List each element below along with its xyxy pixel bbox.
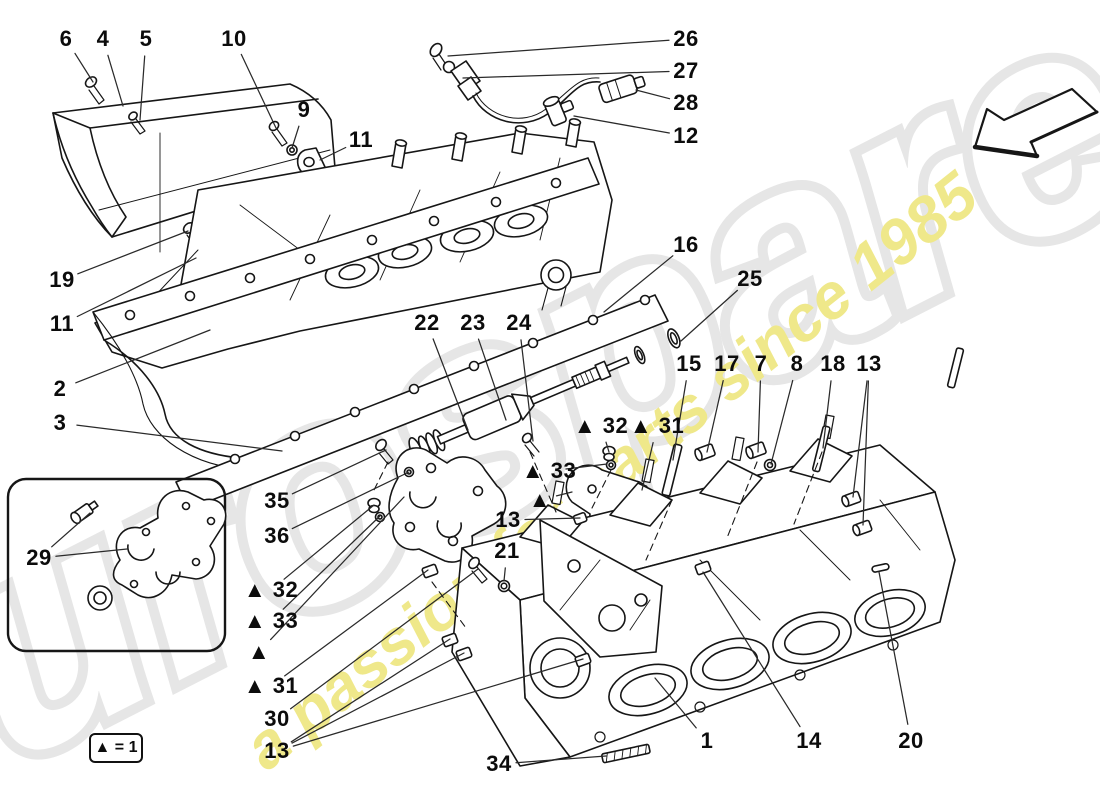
leader-line-10 [240, 53, 277, 129]
leader-line-23 [477, 338, 507, 421]
cam-variator-drawing [408, 328, 681, 463]
leader-lines [51, 39, 909, 764]
leader-line-8 [770, 379, 794, 465]
leader-line-4 [107, 54, 124, 107]
leader-line-18 [822, 380, 832, 449]
leader-line-32r [605, 441, 610, 453]
leader-line-15 [672, 380, 687, 461]
leader-line-34 [515, 755, 607, 764]
leader-line-32l [283, 504, 375, 580]
leader-line-5 [139, 55, 146, 121]
breather-plug-drawing [542, 95, 575, 127]
leader-line-35 [291, 449, 387, 495]
leader-line-20 [878, 571, 909, 725]
leader-line-27 [462, 70, 670, 79]
leader-line-6 [74, 52, 94, 83]
leader-line-14 [702, 571, 801, 728]
leader-line-25 [680, 289, 739, 342]
leader-line-33l [282, 515, 381, 610]
legend-box: ▲ = 1 [89, 733, 143, 763]
head-cover-gasket-drawing [175, 259, 669, 510]
leader-line-31l [284, 569, 429, 677]
leader-line-13a [862, 380, 870, 526]
leader-line-13a [852, 380, 868, 498]
inset-box [6, 477, 227, 653]
leader-line-30 [289, 568, 479, 710]
leader-line-13b [524, 517, 581, 521]
leader-line-13c [292, 658, 584, 747]
leader-line-11a [319, 146, 347, 161]
cylinder-head-drawing [451, 414, 956, 767]
leader-line-31r [641, 441, 654, 491]
leader-line-1 [654, 677, 697, 729]
orientation-arrow-icon [972, 87, 1099, 159]
leader-line-24 [520, 339, 534, 442]
leader-line-16 [603, 255, 674, 313]
leader-line-3 [76, 424, 283, 452]
legend-text: ▲ = 1 [94, 739, 138, 756]
leader-line-21 [503, 567, 506, 582]
cam-end-bracket-drawing [388, 447, 507, 563]
leader-line-29 [51, 512, 91, 548]
fasteners-drawing [367, 347, 965, 668]
leader-line-17 [706, 379, 724, 453]
leader-line-7 [757, 380, 762, 453]
variator-screw-drawing [521, 432, 540, 457]
leader-line-9 [291, 125, 300, 149]
leader-line-19 [77, 230, 189, 275]
leader-line-tri-r [555, 491, 573, 497]
leader-line-13c [290, 638, 451, 743]
heat-shield-panel-drawing [52, 76, 336, 253]
leader-line-13c [291, 652, 465, 744]
leader-line-11b [76, 257, 197, 318]
leader-line-12 [573, 115, 670, 134]
leader-line-2 [75, 329, 211, 384]
leader-line-22 [432, 338, 469, 431]
leader-line-29 [55, 548, 128, 557]
camshaft-sensor-drawing [429, 42, 646, 124]
leader-line-tri-l [269, 496, 405, 641]
leader-line-33r [565, 463, 608, 470]
leader-line-26 [447, 39, 670, 57]
leader-line-36 [291, 471, 410, 530]
leader-line-28 [635, 89, 671, 100]
